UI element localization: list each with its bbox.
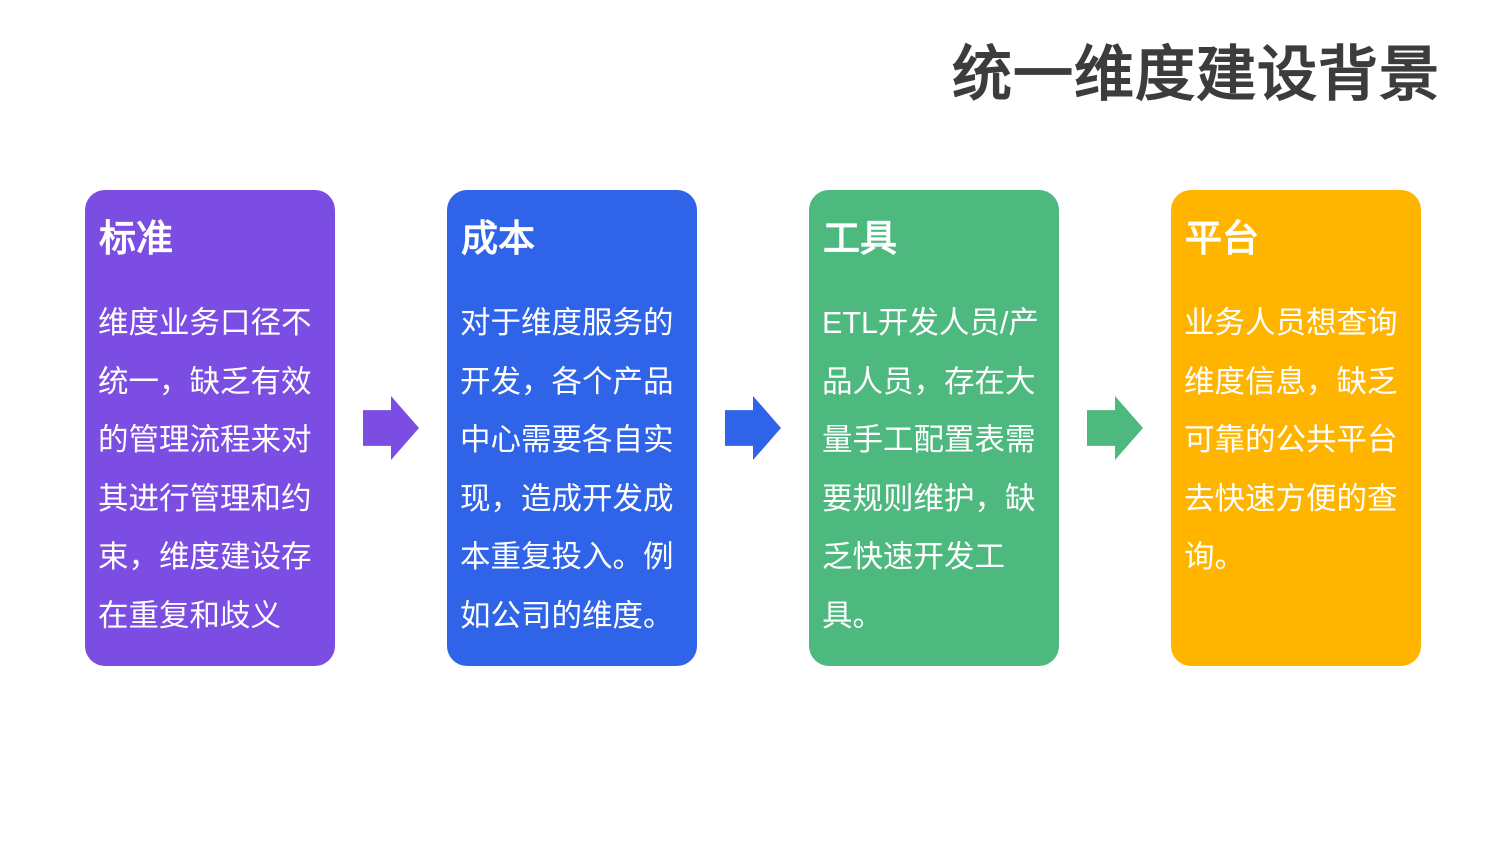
- card-cost: 成本 对于维度服务的 开发，各个产品 中心需要各自实 现，造成开发成 本重复投入…: [447, 190, 697, 666]
- card-standard-title: 标准: [99, 218, 173, 259]
- card-tool-body: ETL开发人员/产 品人员，存在大 量手工配置表需 要规则维护，缺 乏快速开发工…: [822, 306, 1039, 633]
- card-platform-title: 平台: [1185, 218, 1259, 259]
- arrow-right-icon: [363, 396, 419, 460]
- page-title: 统一维度建设背景: [952, 41, 1440, 108]
- card-cost-body: 对于维度服务的 开发，各个产品 中心需要各自实 现，造成开发成 本重复投入。例 …: [460, 306, 674, 633]
- card-standard-body: 维度业务口径不 统一，缺乏有效 的管理流程来对 其进行管理和约 束，维度建设存 …: [98, 306, 312, 633]
- card-cost-title: 成本: [461, 218, 535, 259]
- card-platform: 平台 业务人员想查询 维度信息，缺乏 可靠的公共平台 去快速方便的查 询。: [1171, 190, 1421, 666]
- card-standard: 标准 维度业务口径不 统一，缺乏有效 的管理流程来对 其进行管理和约 束，维度建…: [85, 190, 335, 666]
- card-tool-title: 工具: [823, 218, 897, 259]
- card-tool: 工具 ETL开发人员/产 品人员，存在大 量手工配置表需 要规则维护，缺 乏快速…: [809, 190, 1059, 666]
- arrow-right-icon: [1087, 396, 1143, 460]
- arrow-right-icon: [725, 396, 781, 460]
- card-platform-body: 业务人员想查询 维度信息，缺乏 可靠的公共平台 去快速方便的查 询。: [1184, 306, 1398, 574]
